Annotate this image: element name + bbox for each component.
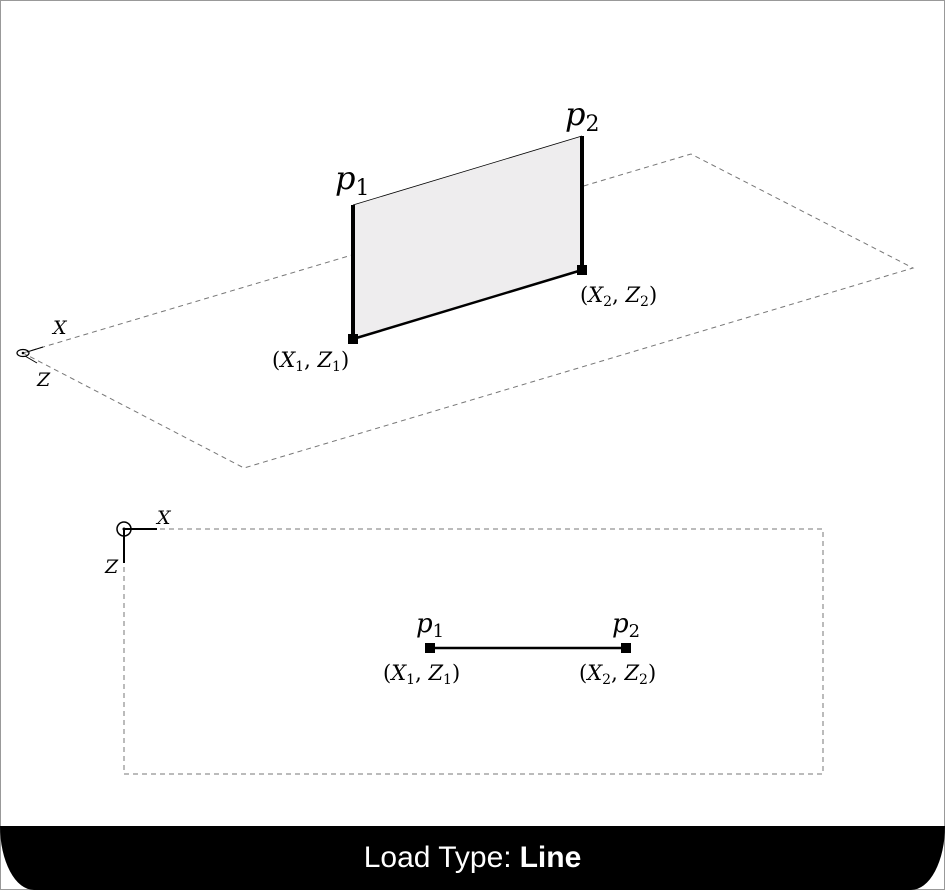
load-type-prefix: Load Type:	[363, 841, 512, 874]
load-type-footer: Load Type: Line	[0, 826, 945, 890]
load-diagram: X Z p1 p2 (X1, Z1) (X2, Z2) X Z	[16, 95, 915, 775]
iso-load-top-edge	[352, 135, 583, 206]
iso-load-surface	[353, 136, 582, 339]
iso-axis-x-label: X	[51, 317, 68, 339]
plan-axis-x-label: X	[155, 507, 172, 529]
iso-p1-label: p1	[335, 159, 369, 201]
plan-ground-plane	[123, 528, 824, 775]
plan-point-1-coords: (X1, Z1)	[383, 661, 460, 688]
iso-ground-plane	[21, 153, 915, 469]
iso-point-1-coords: (X1, Z1)	[272, 348, 349, 375]
iso-axis-z-label: Z	[36, 369, 51, 391]
iso-origin-icon	[16, 346, 44, 364]
iso-point-2-coords: (X2, Z2)	[580, 283, 657, 310]
plan-axis-z-label: Z	[104, 556, 119, 578]
iso-view: X Z p1 p2 (X1, Z1) (X2, Z2)	[16, 95, 915, 469]
plan-origin-icon	[116, 521, 157, 563]
load-type-value: Line	[519, 841, 582, 874]
plan-view: X Z p1 p2 (X1, Z1) (X2, Z2)	[104, 507, 824, 775]
iso-point-2-marker	[577, 265, 587, 275]
plan-point-2-marker	[621, 643, 631, 653]
iso-point-1-marker	[348, 334, 358, 344]
plan-p1-label: p1	[416, 609, 444, 642]
plan-point-2-coords: (X2, Z2)	[579, 661, 656, 688]
plan-p2-label: p2	[612, 609, 640, 642]
iso-load-line	[352, 268, 583, 341]
plan-point-1-marker	[425, 643, 435, 653]
iso-p2-label: p2	[565, 95, 599, 137]
